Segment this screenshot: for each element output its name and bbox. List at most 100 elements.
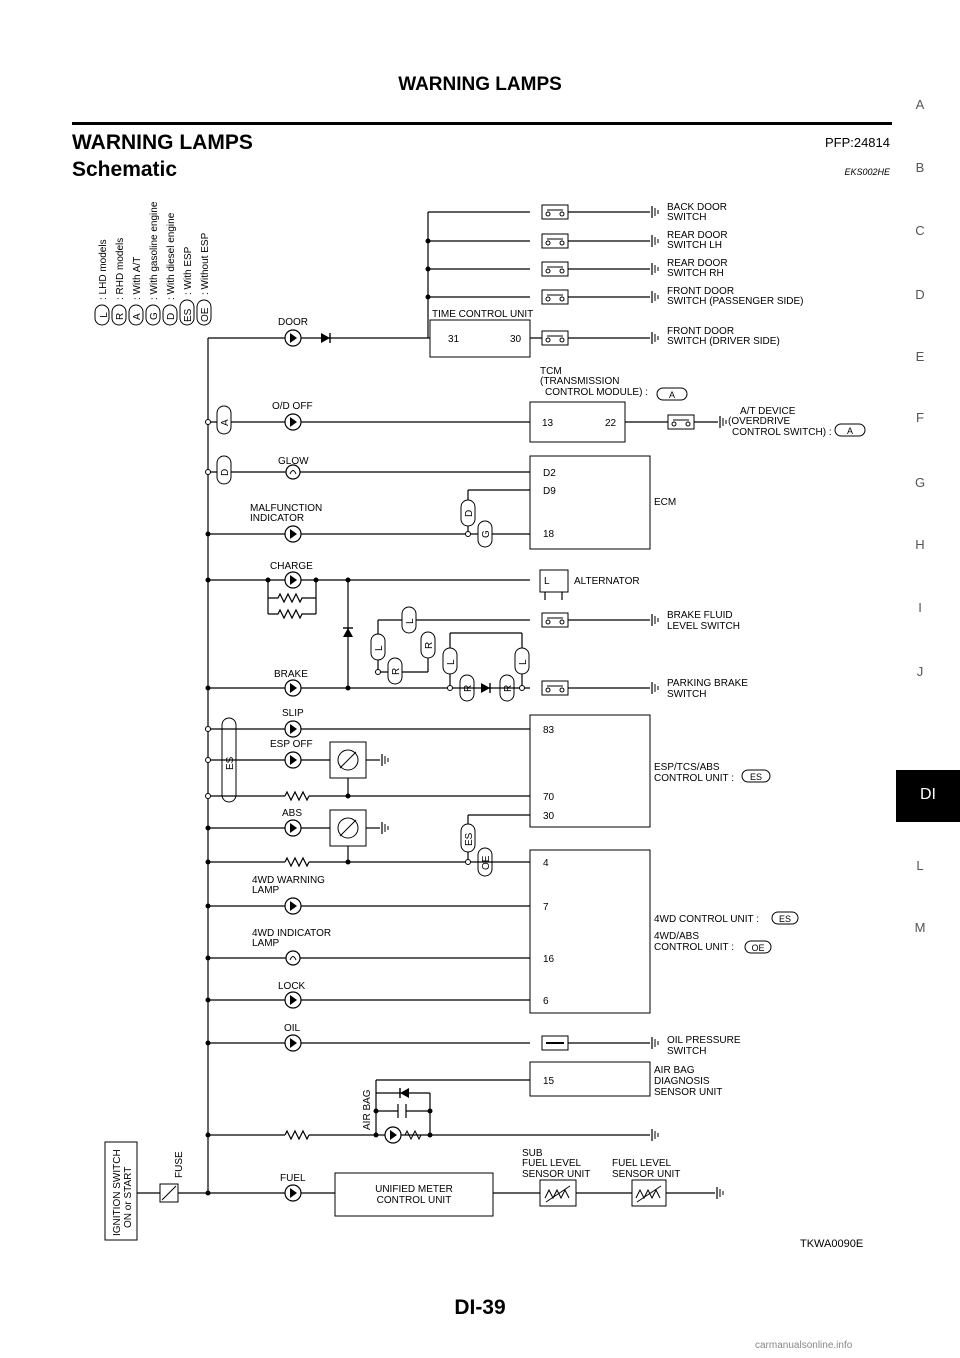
rear-door-rh-switch-symbol xyxy=(541,261,569,277)
door-switch-labels: BACK DOOR SWITCH REAR DOOR SWITCH LH REA… xyxy=(667,202,804,347)
fuel-lamp-icon xyxy=(284,1184,302,1202)
rear-door-lh-label-1: REAR DOOR xyxy=(667,230,728,241)
glow-lamp-icon xyxy=(285,464,301,480)
esp-control-unit xyxy=(529,714,651,828)
side-index-b[interactable]: B xyxy=(915,160,925,175)
tcm-pin-13: 13 xyxy=(542,418,554,429)
brake-option-l4: L xyxy=(518,659,529,665)
time-control-unit xyxy=(429,319,531,358)
tcm-label-2: (TRANSMISSION xyxy=(540,376,619,387)
fuel-lamp-label: FUEL xyxy=(280,1173,306,1184)
fourwd-abs-option: OE xyxy=(751,943,764,953)
airbag-pin-15: 15 xyxy=(543,1076,555,1087)
time-control-pin-30: 30 xyxy=(510,334,522,345)
fourwd-pin-6: 6 xyxy=(543,996,549,1007)
charge-lamp-label: CHARGE xyxy=(270,561,313,572)
sub-fuel-label-2: FUEL LEVEL xyxy=(522,1158,582,1169)
fourwd-indicator-lamp-icon xyxy=(285,950,301,966)
esp-off-lamp-label: ESP OFF xyxy=(270,739,313,750)
malfunction-lamp-label-1: MALFUNCTION xyxy=(250,503,322,514)
side-index-m[interactable]: M xyxy=(914,920,926,935)
power-bus xyxy=(171,338,209,1194)
esp-option: ES xyxy=(225,756,236,770)
front-door-passenger-label-1: FRONT DOOR xyxy=(667,286,734,297)
legend-text-d: : With diesel engine xyxy=(166,212,177,300)
slip-lamp-label: SLIP xyxy=(282,708,304,719)
side-index-d[interactable]: D xyxy=(915,287,925,302)
brake-lamp-label: BRAKE xyxy=(274,669,308,680)
back-door-switch-label-1: BACK DOOR xyxy=(667,202,727,213)
door-junctions xyxy=(425,238,431,300)
airbag-unit-label-1: AIR BAG xyxy=(654,1065,695,1076)
at-device-option: A xyxy=(847,426,853,436)
alternator-label: ALTERNATOR xyxy=(574,576,640,587)
esp-unit-label-1: ESP/TCS/ABS xyxy=(654,762,720,773)
fourwd-warning-label-1: 4WD WARNING xyxy=(252,875,325,886)
tcm-label-1: TCM xyxy=(540,366,562,377)
running-header: WARNING LAMPS xyxy=(398,74,562,95)
side-index-c[interactable]: C xyxy=(915,223,925,238)
abs-option-es: ES xyxy=(464,832,475,846)
fourwd-pin-16: 16 xyxy=(543,954,555,965)
abs-switch xyxy=(329,809,367,847)
alternator-unit xyxy=(539,569,569,593)
side-index-a[interactable]: A xyxy=(915,97,925,112)
rear-door-rh-label-2: SWITCH RH xyxy=(667,268,724,279)
at-device-switch-symbol xyxy=(667,414,695,430)
fuel-level-label-2: SENSOR UNIT xyxy=(612,1169,680,1180)
brake-option-r2: R xyxy=(424,642,435,649)
legend-text-oe: : Without ESP xyxy=(200,232,211,295)
at-device-label-3: CONTROL SWITCH) : xyxy=(732,427,832,438)
glow-lamp-label: GLOW xyxy=(278,456,309,467)
door-lamp-label: DOOR xyxy=(278,317,308,328)
charge-diode-icon xyxy=(342,627,354,638)
side-index-e[interactable]: E xyxy=(915,349,925,364)
esp-off-lamp-icon xyxy=(284,751,302,769)
slip-lamp-icon xyxy=(284,720,302,738)
side-index-active-tab[interactable]: DI xyxy=(896,770,960,822)
fourwd-warning-lamp-icon xyxy=(284,897,302,915)
esp-unit-label-2: CONTROL UNIT : xyxy=(654,773,734,784)
airbag-lamp-label: AIR BAG xyxy=(362,1089,373,1130)
abs-option-oe: OE xyxy=(481,855,492,870)
airbag-unit-label-3: SENSOR UNIT xyxy=(654,1087,722,1098)
front-door-driver-label-2: SWITCH (DRIVER SIDE) xyxy=(667,336,780,347)
brake-option-l1: L xyxy=(374,645,385,651)
esp-unit-option: ES xyxy=(750,772,762,782)
pfp-code: PFP:24814 xyxy=(824,135,890,150)
side-index-j[interactable]: J xyxy=(916,664,924,679)
brake-diode-icon xyxy=(480,682,491,694)
fuel-level-label-1: FUEL LEVEL xyxy=(612,1158,672,1169)
back-door-switch-label-2: SWITCH xyxy=(667,212,706,223)
legend-text-g: : With gasoline engine xyxy=(149,201,160,300)
od-off-lamp-label: O/D OFF xyxy=(272,401,313,412)
ecm-unit xyxy=(529,455,651,550)
time-control-pin-31: 31 xyxy=(448,334,460,345)
door-lamp-icon xyxy=(284,329,302,347)
legend-text-r: : RHD models xyxy=(115,238,126,300)
legend-code-g: G xyxy=(149,312,160,320)
ecm-pin-18: 18 xyxy=(543,529,555,540)
page-number: DI-39 xyxy=(454,1296,506,1319)
side-index-h[interactable]: H xyxy=(915,537,925,552)
front-door-passenger-label-2: SWITCH (PASSENGER SIDE) xyxy=(667,296,804,307)
tcm-label-3: CONTROL MODULE) : xyxy=(545,387,648,398)
legend-text-l: : LHD models xyxy=(98,239,109,300)
legend-code-a: A xyxy=(132,313,143,320)
subsection-title: Schematic xyxy=(72,158,178,181)
airbag-lamp-icon xyxy=(384,1126,402,1144)
oil-lamp-icon xyxy=(284,1034,302,1052)
side-index-l[interactable]: L xyxy=(916,858,924,873)
section-title: WARNING LAMPS xyxy=(72,131,253,154)
brake-option-r1: R xyxy=(391,668,402,675)
oil-pressure-label-2: SWITCH xyxy=(667,1046,706,1057)
side-index-f[interactable]: F xyxy=(916,410,924,425)
header-rule xyxy=(72,122,892,125)
fourwd-indicator-label-1: 4WD INDICATOR xyxy=(252,928,331,939)
side-index-i[interactable]: I xyxy=(918,600,922,615)
legend-code-l: L xyxy=(99,312,110,318)
esp-pin-70: 70 xyxy=(543,792,555,803)
unified-meter-control-unit xyxy=(334,1172,494,1217)
door-diode-icon xyxy=(320,332,331,344)
side-index-g[interactable]: G xyxy=(914,475,926,490)
